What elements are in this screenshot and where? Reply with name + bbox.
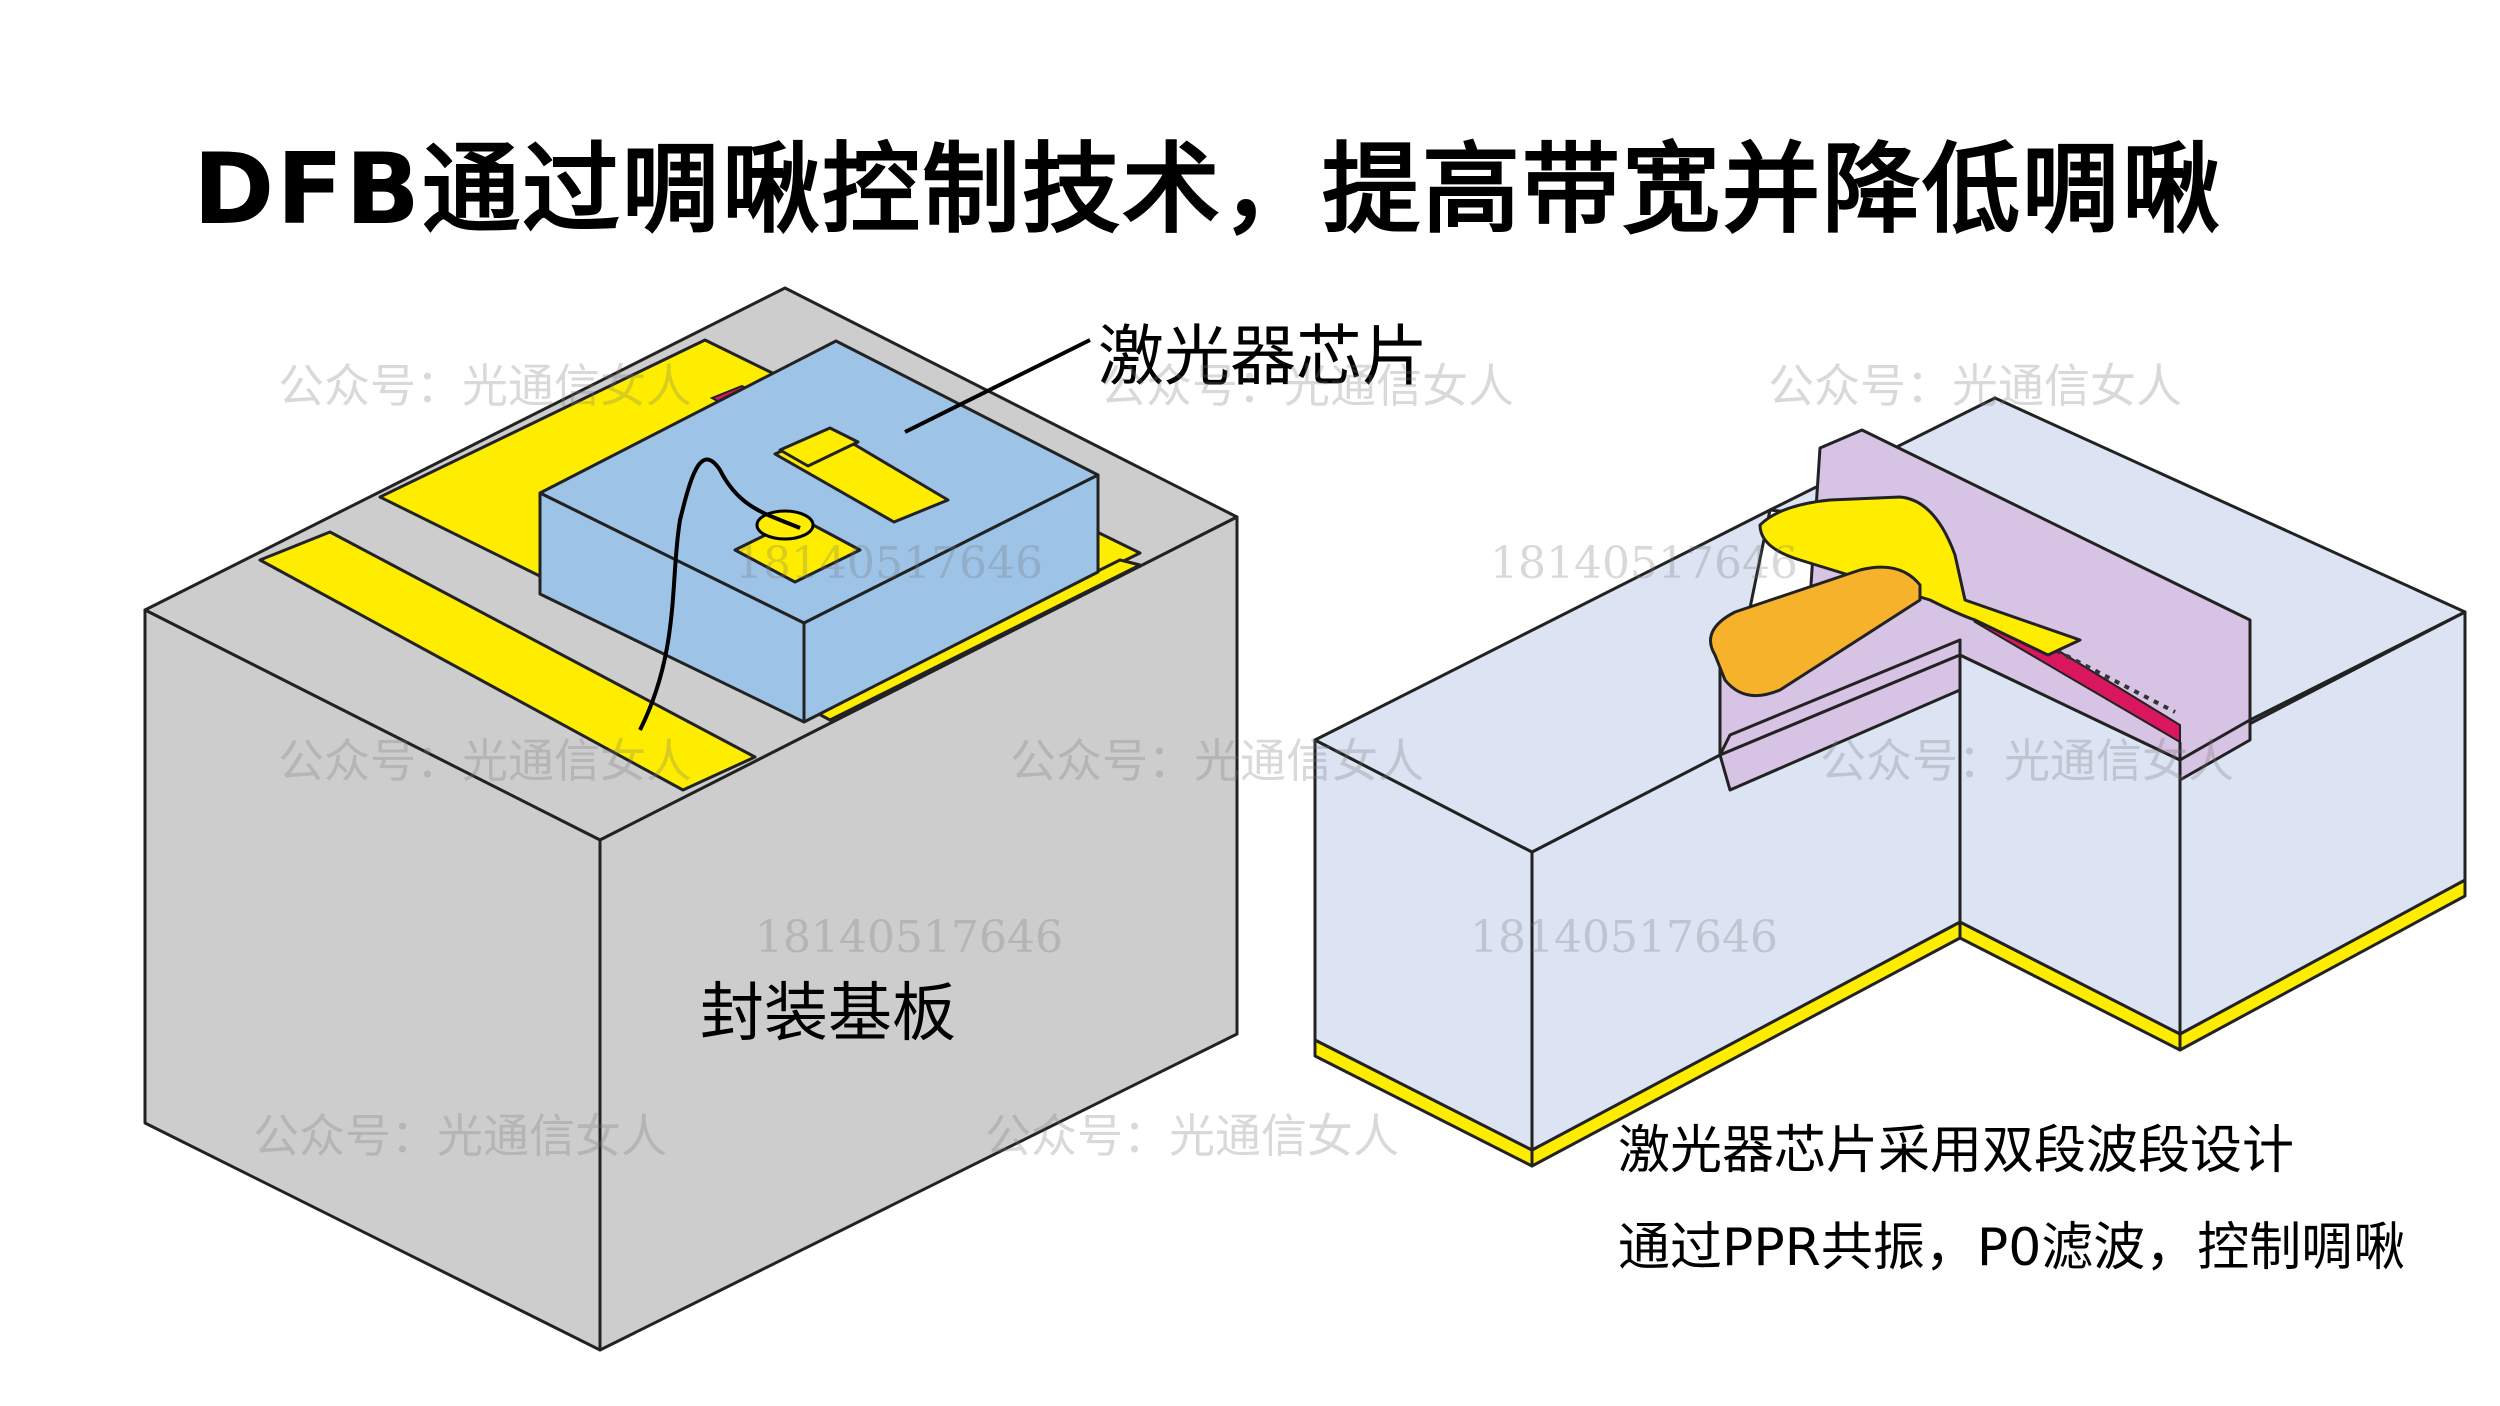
package-substrate-label: 封装基板	[700, 977, 956, 1051]
watermark-account: 公众号：光通信女人	[1100, 359, 1514, 413]
electrode-stem	[778, 426, 860, 468]
note-line-1: 激光器芯片采用双段波段设计	[1618, 1121, 2295, 1181]
chip-electrode	[733, 426, 950, 584]
bond-wire	[638, 457, 801, 731]
watermark-account: 公众号：光通信女人	[253, 1109, 667, 1163]
page-title: DFB通过啁啾控制技术，提高带宽并降低啁啾	[193, 133, 2222, 247]
electrode-l-shape	[1758, 495, 2082, 657]
chip-right-face	[802, 473, 1100, 724]
watermark-number: 18140517646	[755, 912, 1063, 963]
cutaway-electrode	[1709, 495, 2082, 698]
watermark-number: 18140517646	[735, 538, 1043, 589]
watermark-number: 18140517646	[1470, 912, 1778, 963]
watermark-account: 公众号：光通信女人	[278, 734, 692, 788]
watermark-account: 公众号：光通信女人	[1010, 734, 1424, 788]
laser-chip-label: 激光器芯片	[1098, 318, 1428, 395]
note-line-2: 通过PPR共振，P0滤波，控制啁啾	[1618, 1218, 2406, 1278]
substrate-right-face	[598, 515, 1239, 1352]
watermark-account: 公众号：光通信女人	[278, 359, 692, 413]
gold-pad-lower	[258, 530, 757, 792]
chip-leader-line	[904, 338, 1091, 434]
electrode-orange-pad	[1709, 565, 1922, 698]
watermark-account: 公众号：光通信女人	[1768, 359, 2182, 413]
watermark-account: 公众号：光通信女人	[985, 1109, 1399, 1163]
watermark-number: 18140517646	[1490, 538, 1798, 589]
cutaway-chip	[1313, 396, 2467, 1168]
watermark-account: 公众号：光通信女人	[1820, 734, 2234, 788]
